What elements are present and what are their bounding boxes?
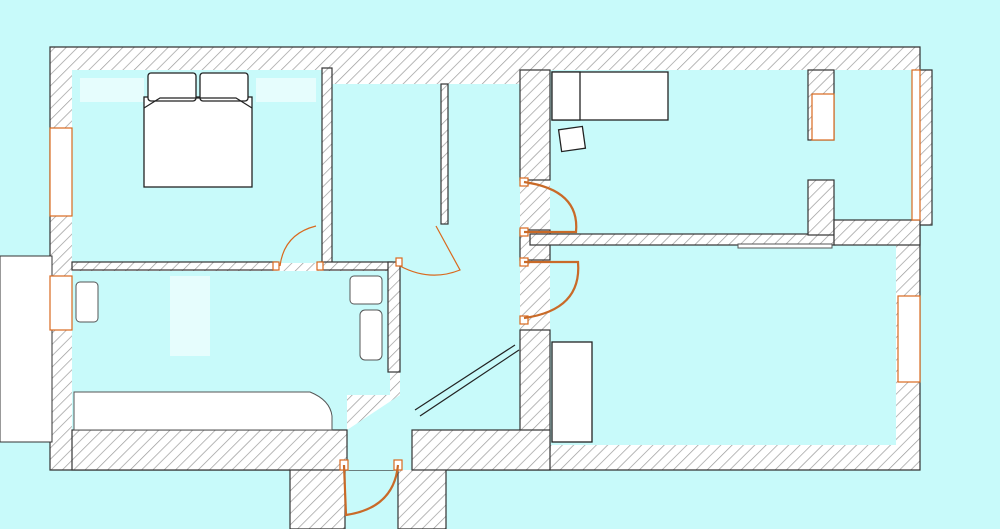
window-icon <box>49 127 73 217</box>
floor-highlight <box>256 78 316 102</box>
room-balcony-link <box>808 140 834 180</box>
exterior-annex <box>0 255 53 443</box>
window-icon <box>911 69 921 221</box>
door-swing-icon <box>395 225 461 276</box>
bathtub-icon <box>73 391 333 431</box>
wall-hall-right-top <box>519 69 551 181</box>
sink-icon <box>75 281 99 323</box>
window-icon <box>897 295 921 383</box>
cabinet-icon <box>551 341 593 443</box>
room-bathroom <box>72 271 390 395</box>
toilet-icon <box>359 309 383 361</box>
room-living-lower <box>584 340 896 445</box>
wall-bedroom-hall <box>321 67 333 264</box>
wall-living-bottom <box>411 429 551 471</box>
window-icon <box>811 93 835 141</box>
stair-icon <box>414 344 520 417</box>
single-bed-icon <box>551 71 669 121</box>
wall-bath-hall <box>387 261 401 373</box>
floor-highlight <box>80 78 144 102</box>
toilet-icon <box>349 275 383 305</box>
wall-balcony-bottom <box>833 219 921 246</box>
room-balcony <box>834 70 914 220</box>
wall-bed-living <box>529 233 836 246</box>
wall-bath-hall-top <box>319 261 393 271</box>
room-storage <box>332 84 442 262</box>
floor-highlight <box>170 276 210 356</box>
wall-bedroom-bath <box>71 261 278 271</box>
window-icon <box>49 275 73 331</box>
door-swing-icon <box>519 257 580 325</box>
wall-bed-balcony-low <box>807 179 835 236</box>
double-bed-icon <box>143 72 253 188</box>
door-swing-icon <box>339 459 403 517</box>
radiator-icon <box>737 243 833 249</box>
wall-storage <box>440 83 449 225</box>
door-swing-icon <box>272 225 324 271</box>
wall-bath-bottom <box>71 429 348 471</box>
door-swing-icon <box>519 177 578 237</box>
nightstand-icon <box>557 125 587 153</box>
